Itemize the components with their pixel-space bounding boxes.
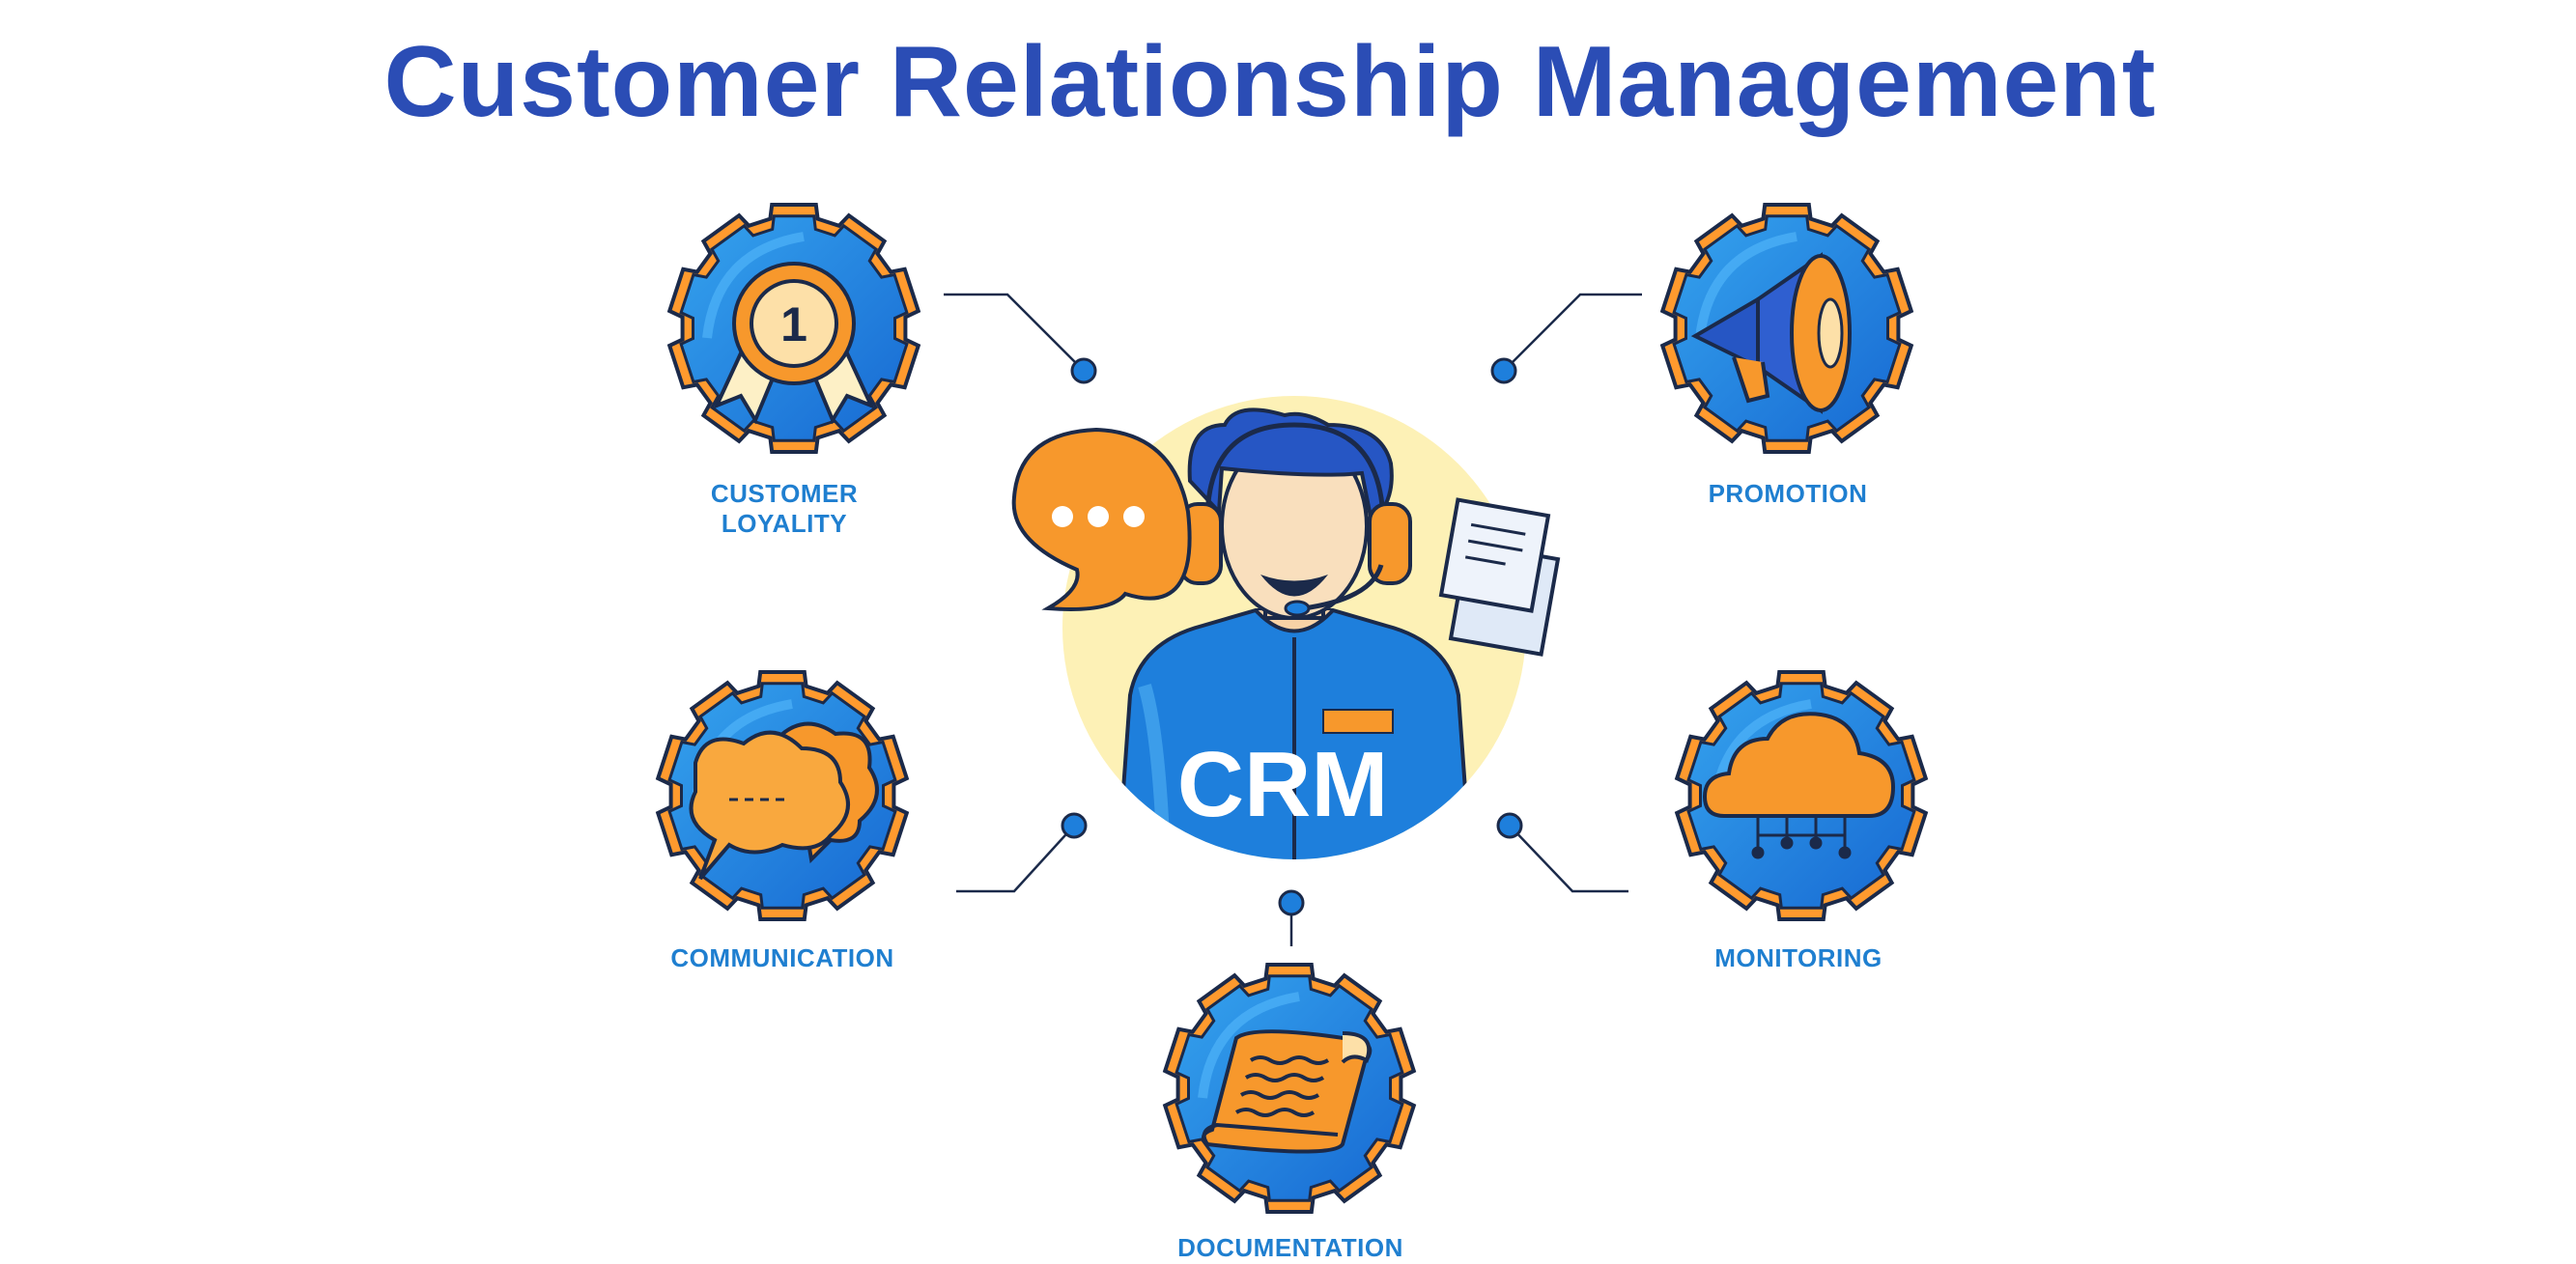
chat-bubble-icon [1011, 427, 1192, 611]
cloud-network-icon [1702, 712, 1896, 859]
connector-dots [1061, 357, 1523, 916]
label-communication: COMMUNICATION [670, 943, 894, 972]
agent-smile [1260, 575, 1328, 597]
crm-label: CRM [1177, 733, 1389, 836]
name-badge [1322, 709, 1394, 734]
scroll-icon [1202, 1029, 1373, 1154]
crm-center: CRM [1011, 396, 1561, 859]
speech-bubbles-icon [689, 721, 879, 881]
connector-dot [1490, 357, 1517, 384]
label-promotion: PROMOTION [1708, 479, 1868, 508]
connector-communication [956, 825, 1075, 893]
headset-right [1368, 502, 1412, 585]
connector-loyalty [944, 293, 1085, 372]
connector-dot [1278, 889, 1305, 916]
documents-icon [1438, 497, 1561, 657]
connector-dot [1070, 357, 1097, 384]
connector-dot [1061, 812, 1088, 839]
connector-dot [1496, 812, 1523, 839]
label-documentation: DOCUMENTATION [1177, 1233, 1403, 1262]
connector-monitoring [1509, 825, 1628, 893]
page-title: Customer Relationship Management [383, 26, 2157, 138]
connector-promotion [1503, 293, 1642, 372]
medal-icon: 1 [713, 262, 875, 425]
label-monitoring: MONITORING [1714, 943, 1882, 972]
megaphone-icon [1690, 252, 1852, 414]
connectors [944, 293, 1642, 946]
medal-number: 1 [780, 297, 807, 351]
